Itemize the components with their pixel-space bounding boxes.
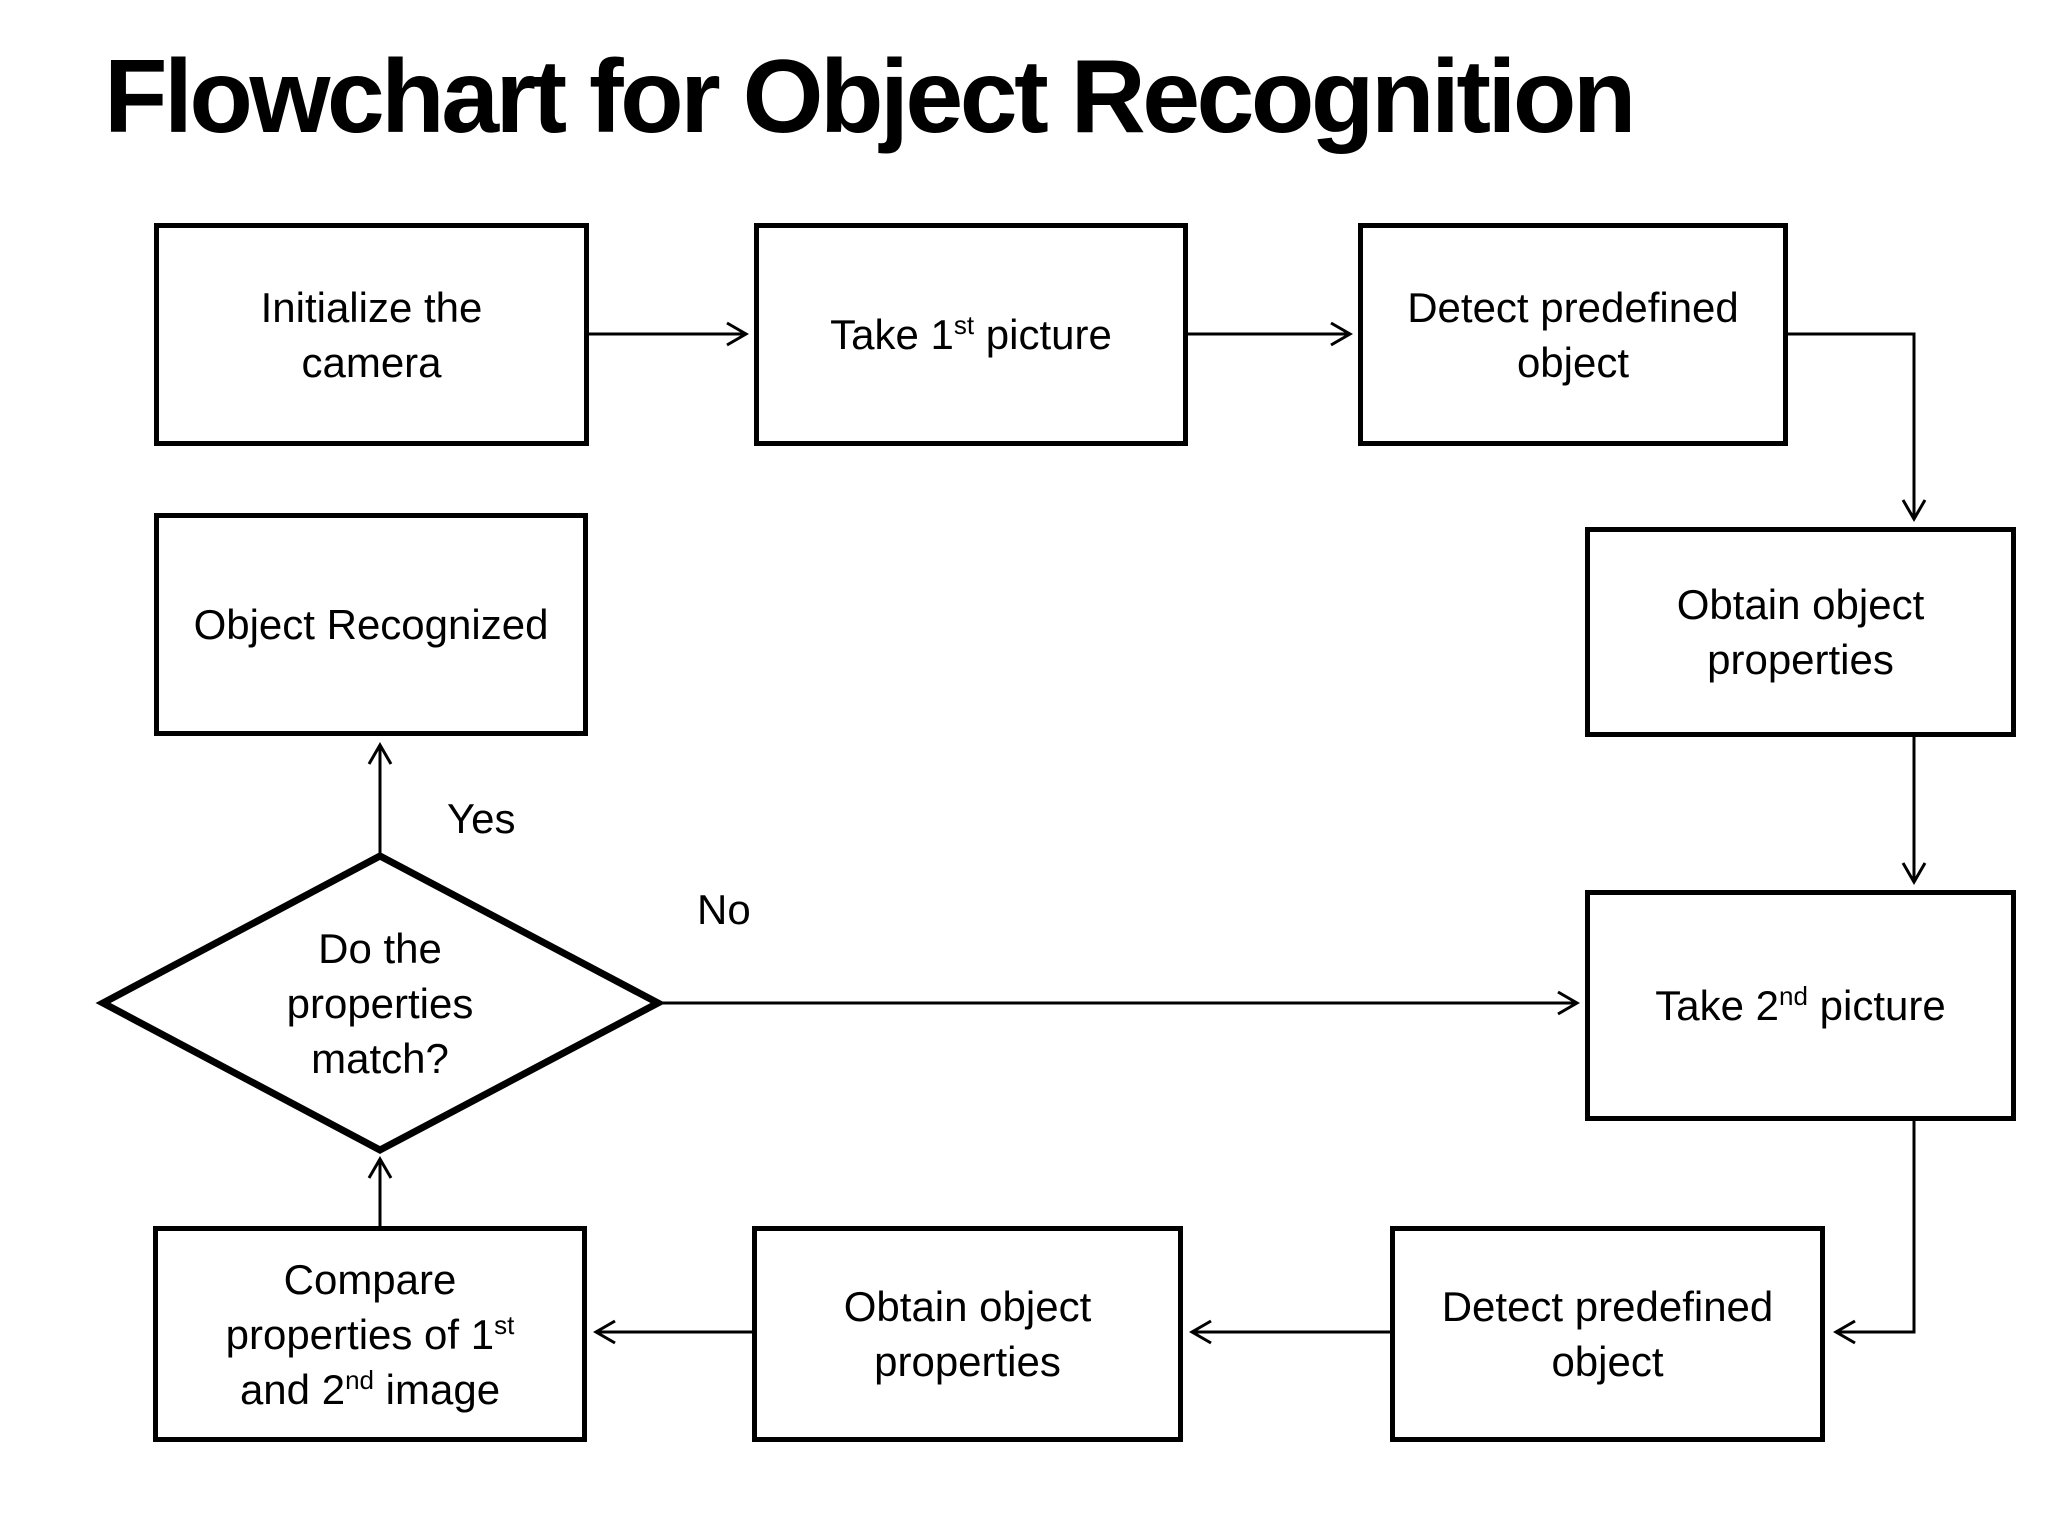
node-object-recognized: Object Recognized — [154, 513, 588, 736]
node-take-second-picture: Take 2nd picture — [1585, 890, 2016, 1121]
node-take-first-picture: Take 1st picture — [754, 223, 1188, 446]
edge-label-yes: Yes — [447, 795, 516, 842]
arrow-take2-to-detect2 — [1833, 1121, 1916, 1345]
edge-label-no: No — [697, 886, 751, 933]
arrow-detect1-to-obtain1 — [1788, 332, 1927, 522]
decision-diamond-shape — [95, 852, 666, 1154]
slide-title: Flowchart for Object Recognition — [104, 39, 1636, 155]
